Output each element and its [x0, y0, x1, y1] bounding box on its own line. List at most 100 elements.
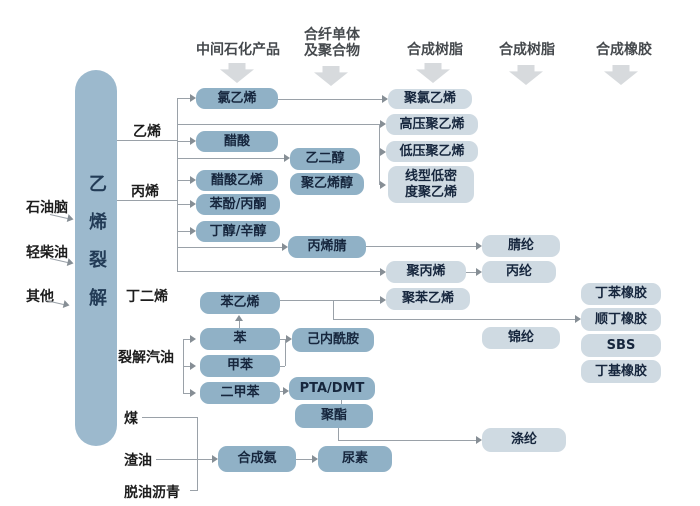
- node-butyl-rubber: 丁基橡胶: [581, 360, 661, 383]
- feed-arrow: [49, 254, 76, 269]
- arrowhead-icon: [190, 335, 196, 343]
- connector-line: [177, 180, 190, 181]
- arrowhead-icon: [575, 315, 581, 323]
- connector-line: [280, 366, 285, 367]
- node-polystyrene: 聚苯乙烯: [386, 288, 470, 310]
- node-acrylic-fiber: 腈纶: [482, 235, 560, 257]
- ethylene-cracker-pill: 乙烯裂解: [75, 70, 117, 446]
- feed-residual-oil: 渣油: [124, 453, 152, 469]
- node-phenol-acetone: 苯酚/丙酮: [196, 194, 280, 215]
- arrowhead-icon: [190, 94, 196, 102]
- connector-line: [117, 200, 177, 201]
- header-intermediate-products: 中间石化产品: [196, 42, 280, 58]
- feed-naphtha: 石油脑: [26, 200, 68, 216]
- arrowhead-icon: [190, 362, 196, 370]
- arrowhead-icon: [190, 389, 196, 397]
- node-styrene: 苯乙烯: [200, 292, 280, 314]
- node-caprolactam: 己内酰胺: [292, 328, 374, 352]
- connector-line: [280, 391, 283, 392]
- connector-line: [177, 247, 282, 248]
- connector-line: [142, 417, 198, 418]
- arrowhead-icon: [190, 227, 196, 235]
- arrowhead-icon: [283, 387, 289, 395]
- connector-line: [177, 98, 190, 99]
- node-toluene: 甲苯: [200, 355, 280, 377]
- branch-propylene: 丙烯: [131, 184, 159, 200]
- connector-line: [278, 99, 382, 100]
- node-pvc: 聚氯乙烯: [388, 89, 472, 109]
- arrowhead-icon: [382, 95, 388, 103]
- connector-line: [177, 271, 380, 272]
- node-benzene: 苯: [200, 328, 280, 350]
- down-arrow-icon: [314, 66, 348, 86]
- arrowhead-icon: [476, 242, 482, 250]
- connector-line: [366, 246, 476, 247]
- node-polyvinyl-alcohol: 聚乙烯醇: [290, 173, 364, 195]
- header-synthetic-rubber: 合成橡胶: [596, 42, 652, 58]
- down-arrow-icon: [509, 65, 543, 85]
- node-polyester-fiber: 涤纶: [482, 428, 566, 452]
- arrowhead-icon: [235, 315, 243, 321]
- feed-coal: 煤: [124, 411, 138, 427]
- connector-line: [333, 319, 575, 320]
- connector-line: [177, 141, 190, 142]
- connector-line: [466, 272, 476, 273]
- feed-arrow: [49, 210, 76, 225]
- node-nylon-fiber: 锦纶: [482, 327, 560, 349]
- connector-line: [280, 300, 380, 301]
- header-synthetic-resin-2: 合成树脂: [499, 42, 555, 58]
- connector-line: [338, 440, 476, 441]
- connector-line: [177, 231, 190, 232]
- connector-line: [183, 393, 190, 394]
- arrowhead-icon: [190, 176, 196, 184]
- ethylene-cracker-label: 乙烯裂解: [86, 174, 107, 326]
- connector-line: [177, 124, 380, 125]
- branch-pygas: 裂解汽油: [118, 350, 174, 366]
- header-fiber-monomers: 合纤单体 及聚合物: [304, 27, 360, 59]
- arrowhead-icon: [190, 137, 196, 145]
- node-sbr-rubber: 丁苯橡胶: [581, 283, 661, 305]
- connector-line: [183, 366, 190, 367]
- feed-arrow: [45, 296, 72, 311]
- connector-line: [338, 428, 339, 440]
- arrowhead-icon: [380, 296, 386, 304]
- node-synthetic-ammonia: 合成氨: [218, 446, 296, 472]
- feed-deoiled-asphalt: 脱油沥青: [124, 485, 180, 501]
- node-vinyl-acetate: 醋酸乙烯: [196, 170, 278, 191]
- node-lp-polyethylene: 低压聚乙烯: [386, 141, 478, 162]
- branch-butadiene: 丁二烯: [126, 289, 168, 305]
- node-acetic-acid: 醋酸: [196, 131, 278, 152]
- connector-line: [177, 98, 178, 271]
- arrowhead-icon: [190, 200, 196, 208]
- connector-line: [190, 490, 198, 491]
- feed-light-diesel: 轻柴油: [26, 245, 68, 261]
- branch-ethylene: 乙烯: [133, 124, 161, 140]
- connector-line: [296, 459, 312, 460]
- node-acrylonitrile: 丙烯腈: [288, 236, 366, 258]
- arrowhead-icon: [476, 268, 482, 276]
- connector-line: [117, 140, 177, 141]
- arrowhead-icon: [286, 335, 292, 343]
- arrowhead-icon: [312, 455, 318, 463]
- node-polyester: 聚酯: [295, 404, 373, 428]
- down-arrow-icon: [604, 65, 638, 85]
- down-arrow-icon: [220, 63, 254, 83]
- connector-line: [285, 340, 286, 366]
- node-polypropylene-fiber: 丙纶: [482, 261, 556, 283]
- connector-line: [197, 417, 198, 490]
- down-arrow-icon: [416, 63, 450, 83]
- header-synthetic-resin-1: 合成树脂: [407, 42, 463, 58]
- connector-line: [333, 300, 334, 319]
- node-pta-dmt: PTA/DMT: [289, 377, 375, 400]
- node-cis-butadiene-rubber: 顺丁橡胶: [581, 308, 661, 331]
- arrowhead-icon: [284, 154, 290, 162]
- connector-line: [177, 158, 284, 159]
- node-urea: 尿素: [318, 446, 392, 472]
- node-ethylene-glycol: 乙二醇: [290, 148, 360, 170]
- arrowhead-icon: [380, 268, 386, 276]
- connector-line: [379, 124, 380, 185]
- node-polypropylene: 聚丙烯: [386, 261, 466, 283]
- connector-line: [341, 400, 342, 404]
- node-sbs: SBS: [581, 334, 661, 357]
